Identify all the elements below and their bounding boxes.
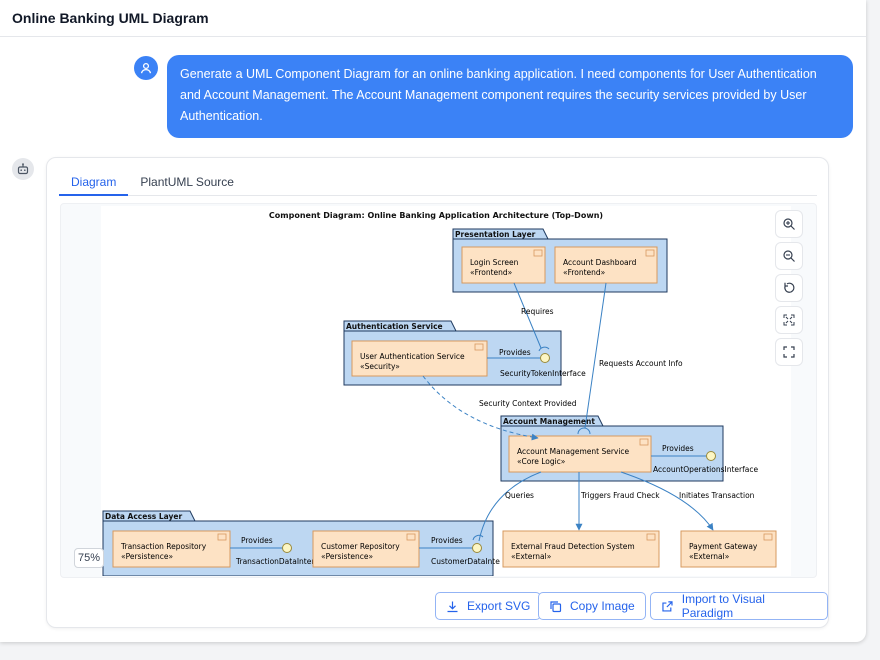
component-transaction-repo-stereo: «Persistence» (121, 552, 173, 561)
component-customer-repo-name: Customer Repository (321, 542, 400, 551)
page-title: Online Banking UML Diagram (12, 10, 209, 26)
zoom-out-icon (783, 250, 795, 262)
package-auth-label: Authentication Service (346, 322, 443, 331)
import-visual-paradigm-label: Import to Visual Paradigm (681, 592, 765, 620)
app-card: Online Banking UML Diagram Generate a UM… (0, 0, 866, 642)
interface-transaction-data (282, 543, 292, 553)
diagram-canvas[interactable]: Component Diagram: Online Banking Applic… (60, 203, 817, 578)
copy-image-button[interactable]: Copy Image (538, 592, 646, 620)
component-user-auth-name: User Authentication Service (360, 352, 465, 361)
component-fraud-name: External Fraud Detection System (511, 542, 635, 551)
interface-security-token (540, 353, 550, 363)
package-data-label: Data Access Layer (105, 512, 182, 521)
component-customer-repo: Customer Repository «Persistence» (312, 530, 420, 568)
component-account-service-name: Account Management Service (517, 447, 630, 456)
external-link-icon (662, 600, 673, 612)
zoom-out-button[interactable] (775, 242, 803, 270)
interface-customer-data-label: CustomerDataInte (431, 557, 500, 566)
edge-requires (513, 282, 542, 349)
package-account-label: Account Management (503, 417, 595, 426)
zoom-in-button[interactable] (775, 210, 803, 238)
label-requires: Requires (521, 307, 554, 316)
component-dashboard: Account Dashboard «Frontend» (554, 246, 658, 284)
uml-diagram: Component Diagram: Online Banking Applic… (102, 211, 777, 577)
component-transaction-repo: Transaction Repository «Persistence» (112, 530, 231, 568)
component-payment-stereo: «External» (689, 552, 730, 561)
label-triggers-fraud: Triggers Fraud Check (580, 491, 660, 500)
label-queries: Queries (505, 491, 534, 500)
bot-avatar (12, 158, 34, 180)
interface-account-ops (706, 451, 716, 461)
component-transaction-repo-name: Transaction Repository (120, 542, 207, 551)
edge-security-context (422, 375, 539, 441)
zoom-level: 75% (74, 548, 104, 568)
label-requests-account-info: Requests Account Info (599, 359, 683, 368)
zoom-in-icon (783, 218, 795, 230)
user-icon (140, 62, 152, 74)
bot-icon (17, 163, 29, 175)
component-fraud: External Fraud Detection System «Externa… (502, 530, 660, 568)
component-login-name: Login Screen (470, 258, 519, 267)
fit-icon (783, 314, 795, 326)
component-dashboard-name: Account Dashboard (563, 258, 637, 267)
interface-transaction-data-label: TransactionDataInterface (235, 557, 331, 566)
component-account-service-stereo: «Core Logic» (517, 457, 566, 466)
edge-queries (478, 471, 542, 542)
fullscreen-icon (783, 346, 795, 358)
component-payment-name: Payment Gateway (689, 542, 758, 551)
app-header: Online Banking UML Diagram (0, 0, 866, 37)
interface-security-token-label: SecurityTokenInterface (500, 369, 586, 378)
response-panel: Diagram PlantUML Source Component Diagra… (46, 157, 829, 628)
label-provides-customer: Provides (431, 536, 463, 545)
user-message: Generate a UML Component Diagram for an … (167, 55, 853, 138)
component-fraud-stereo: «External» (511, 552, 552, 561)
label-provides-transaction: Provides (241, 536, 273, 545)
component-account-service: Account Management Service «Core Logic» (508, 435, 652, 473)
export-svg-label: Export SVG (467, 599, 531, 613)
component-payment: Payment Gateway «External» (680, 530, 777, 568)
fit-button[interactable] (775, 306, 803, 334)
reset-icon (784, 282, 795, 293)
copy-icon (550, 600, 562, 612)
component-user-auth: User Authentication Service «Security» (351, 340, 488, 377)
tab-plantuml-source[interactable]: PlantUML Source (140, 175, 234, 189)
edge-initiates-transaction (620, 471, 714, 531)
tab-diagram[interactable]: Diagram (59, 168, 129, 196)
user-avatar (134, 56, 158, 80)
component-login-stereo: «Frontend» (470, 268, 513, 277)
interface-account-ops-label: AccountOperationsInterface (653, 465, 758, 474)
fullscreen-button[interactable] (775, 338, 803, 366)
copy-image-label: Copy Image (570, 599, 635, 613)
tab-bar: Diagram PlantUML Source (59, 168, 817, 196)
diagram-title: Component Diagram: Online Banking Applic… (269, 211, 603, 220)
component-customer-repo-stereo: «Persistence» (321, 552, 373, 561)
package-presentation-label: Presentation Layer (455, 230, 536, 239)
component-dashboard-stereo: «Frontend» (563, 268, 606, 277)
component-user-auth-stereo: «Security» (360, 362, 400, 371)
label-provides-account: Provides (662, 444, 694, 453)
label-provides-auth: Provides (499, 348, 531, 357)
interface-customer-data (472, 543, 482, 553)
import-visual-paradigm-button[interactable]: Import to Visual Paradigm (650, 592, 828, 620)
edge-requests-account-info (584, 282, 607, 429)
diagram-sheet: Component Diagram: Online Banking Applic… (101, 206, 791, 577)
reset-button[interactable] (775, 274, 803, 302)
label-initiates-transaction: Initiates Transaction (679, 491, 755, 500)
download-icon (447, 601, 458, 612)
export-svg-button[interactable]: Export SVG (435, 592, 542, 620)
component-login: Login Screen «Frontend» (461, 246, 546, 284)
label-security-context: Security Context Provided (479, 399, 577, 408)
